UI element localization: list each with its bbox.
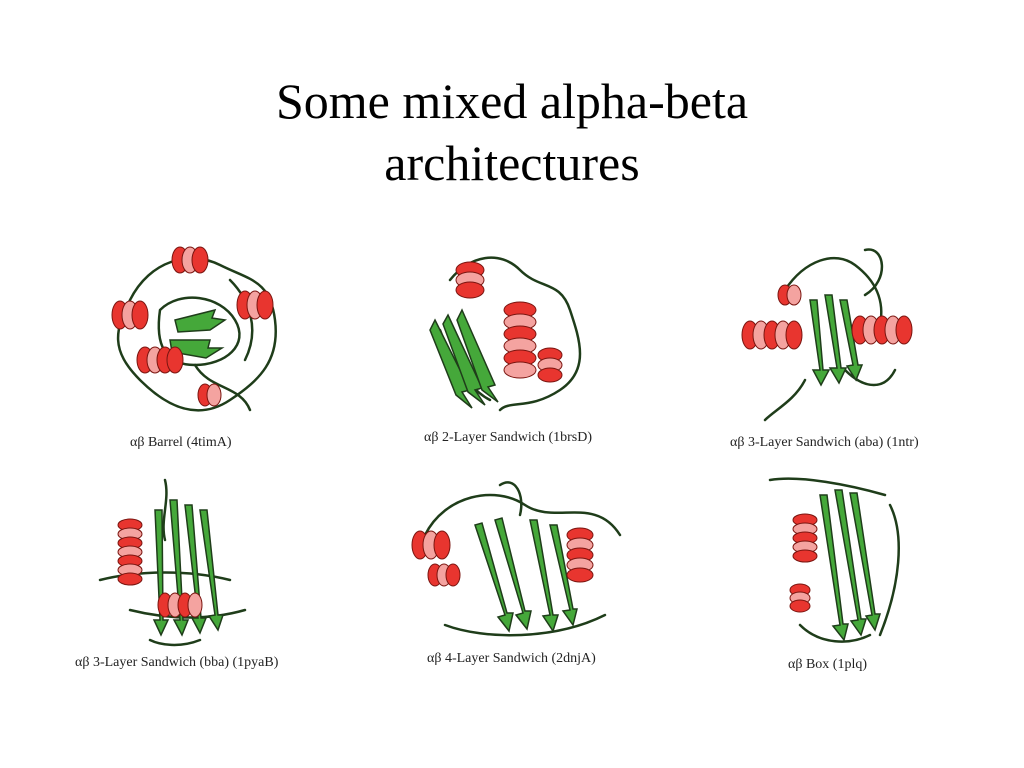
helix-1 [117,518,143,586]
title-line-2: architectures [384,135,640,191]
panel-ab-barrel: αβ Barrel (4timA) [100,240,300,460]
helix-2 [503,301,537,379]
helix-1 [741,320,803,350]
panel-caption: αβ 3-Layer Sandwich (aba) (1ntr) [730,435,919,450]
sandwich-2-layer-drawing [429,256,582,412]
helix-2 [851,315,913,345]
panel-caption: αβ Barrel (4timA) [130,435,232,450]
panel-ab-4-layer-sandwich: αβ 4-Layer Sandwich (2dnjA) [405,475,645,690]
helix-2 [171,246,209,274]
helix-1 [111,300,149,330]
panel-ab-3-layer-sandwich-bba: αβ 3-Layer Sandwich (bba) (1pyaB) [70,470,320,695]
slide-title: Some mixed alpha-beta architectures [0,70,1024,194]
panel-caption: αβ 4-Layer Sandwich (2dnjA) [427,651,596,666]
helix-3 [777,284,802,306]
helix-1 [411,530,451,560]
helix-4 [136,346,184,374]
helix-2 [157,592,203,618]
sandwich-4-layer-drawing [411,481,622,637]
sandwich-3-layer-bba-drawing [98,478,247,647]
panel-ab-2-layer-sandwich: αβ 2-Layer Sandwich (1brsD) [410,240,630,455]
panel-ab-box: αβ Box (1plq) [760,475,920,690]
panel-caption: αβ 2-Layer Sandwich (1brsD) [424,430,593,445]
helix-3 [236,290,274,320]
helix-2 [427,563,461,587]
panel-caption: αβ Box (1plq) [788,657,868,672]
box-structure-drawing [768,477,900,643]
helix-1 [455,261,485,299]
barrel-structure-drawing [111,246,278,412]
helix-3 [566,527,594,583]
helix-1 [792,513,818,563]
title-line-1: Some mixed alpha-beta [275,73,749,129]
panel-caption: αβ 3-Layer Sandwich (bba) (1pyaB) [75,655,279,670]
panel-ab-3-layer-sandwich-aba: αβ 3-Layer Sandwich (aba) (1ntr) [725,240,955,460]
helix-2 [789,583,811,613]
helix-3 [537,347,563,383]
sandwich-3-layer-aba-drawing [741,248,913,422]
helix-5 [197,383,222,407]
